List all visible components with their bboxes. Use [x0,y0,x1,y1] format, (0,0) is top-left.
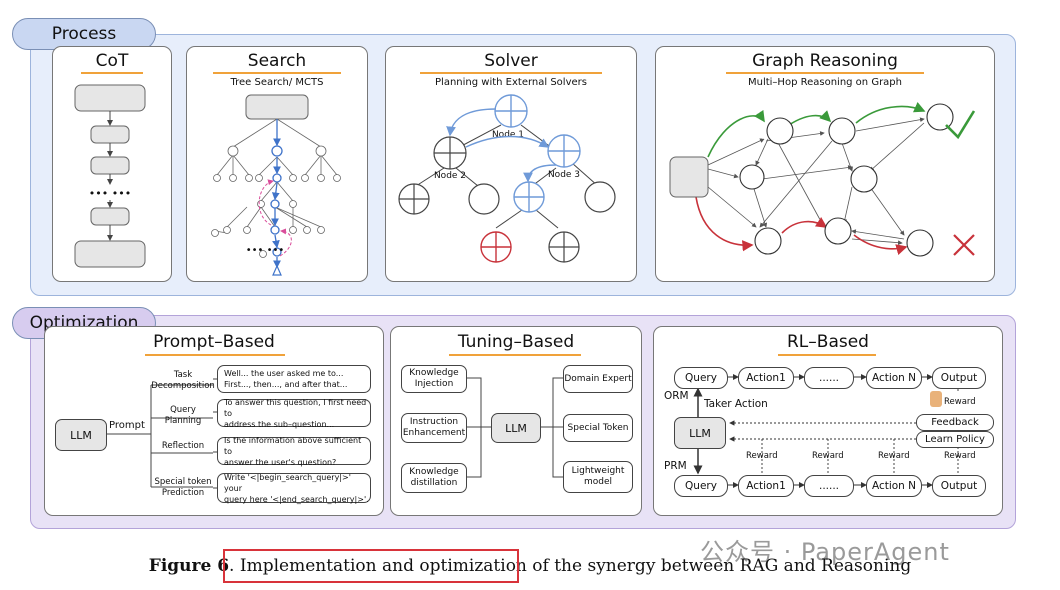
prompt-label: Prompt [109,420,145,431]
cot-box-bottom [74,240,146,268]
rl-based-connectors [693,374,959,488]
tuning-domain-expert: Domain Expert [563,365,633,393]
watermark: 公众号 · PaperAgent [700,538,950,566]
rl-reward-top: Reward [944,397,976,407]
rl-top-query: Query [674,367,728,389]
rl-bottom-action1: Action1 [738,475,794,497]
caption-highlight-box [223,549,519,583]
caption-rest: of the synergy between RAG and Reasoning [526,556,912,576]
rl-bottom-output: Output [932,475,986,497]
cot-chain-diagram: ••• ••• [74,84,146,268]
solver-title: Solver [484,51,538,71]
graph-title-underline [726,72,924,74]
rl-taker-action-label: Taker Action [704,398,768,410]
graph-title: Graph Reasoning [752,51,898,71]
search-dots: ••• ••• [246,245,285,256]
graph-subtitle: Multi–Hop Reasoning on Graph [747,77,902,88]
figure-label: Figure 6 [148,556,230,576]
cot-dots: ••• ••• [89,187,131,200]
tuning-based-title: Tuning–Based [457,332,575,352]
search-card: Search Tree Search/ MCTS [186,46,368,282]
rl-reward-4: Reward [944,451,976,461]
solver-card: Solver Planning with External Solvers No… [385,46,637,282]
rl-top-actionN: Action N [866,367,922,389]
rl-llm-box: LLM [674,417,726,449]
rl-based-underline [778,354,876,356]
graph-reasoning-diagram [669,101,976,257]
prompt-example-query: To answer this question, I first need to… [217,398,371,429]
search-subtitle: Tree Search/ MCTS [230,77,324,88]
rl-bottom-actionN: Action N [866,475,922,497]
prompt-llm-box: LLM [55,419,107,451]
rl-top-ellipsis: ...... [804,367,854,389]
rl-bottom-query: Query [674,475,728,497]
rl-reward-2: Reward [812,451,844,461]
solver-node3-label: Node 3 [548,170,580,180]
rl-feedback-box: Feedback [916,414,994,431]
reward-icon [930,391,942,407]
prompt-based-title: Prompt–Based [153,332,275,352]
cot-box [90,207,130,226]
row-label-reflection: Reflection [161,441,205,451]
rl-top-output: Output [932,367,986,389]
rl-bottom-ellipsis: ...... [804,475,854,497]
solver-subtitle: Planning with External Solvers [435,77,587,88]
search-tree-diagram: ••• ••• [211,94,341,276]
tuning-based-connectors [463,377,563,478]
prompt-based-connectors [107,378,217,489]
prompt-based-underline [145,354,285,356]
prompt-example-task: Well... the user asked me to...First...,… [217,365,371,393]
search-title: Search [247,51,307,71]
solver-title-underline [420,72,602,74]
rl-orm-label: ORM [664,390,689,402]
rl-based-title: RL–Based [787,332,869,352]
search-title-underline [213,72,341,74]
process-label: Process [12,18,156,50]
cot-title: CoT [95,51,129,71]
solver-tree-diagram: Node 1 Node 2 Node 3 [398,94,616,263]
cot-card: CoT ••• ••• [52,46,172,282]
rl-reward-3: Reward [878,451,910,461]
rl-reward-1: Reward [746,451,778,461]
cot-box [90,125,130,144]
tuning-based-underline [449,354,581,356]
rl-learn-policy-box: Learn Policy [916,431,994,448]
rl-top-action1: Action1 [738,367,794,389]
figure-caption: Figure 6. Implementation and optimizatio… [0,556,1060,576]
rl-prm-label: PRM [664,460,687,472]
caption-highlighted: . Implementation and optimization [229,556,527,576]
tuning-llm-box: LLM [491,413,541,443]
solver-node1-label: Node 1 [492,130,524,140]
tuning-special-token: Special Token [563,414,633,442]
cot-box [90,156,130,175]
rl-based-card: RL–Based Query Action1 ...... [653,326,1003,516]
cot-title-underline [81,72,143,74]
graph-card: Graph Reasoning Multi–Hop Reasoning on G… [655,46,995,282]
solver-node2-label: Node 2 [434,171,466,181]
cot-box-top [74,84,146,112]
